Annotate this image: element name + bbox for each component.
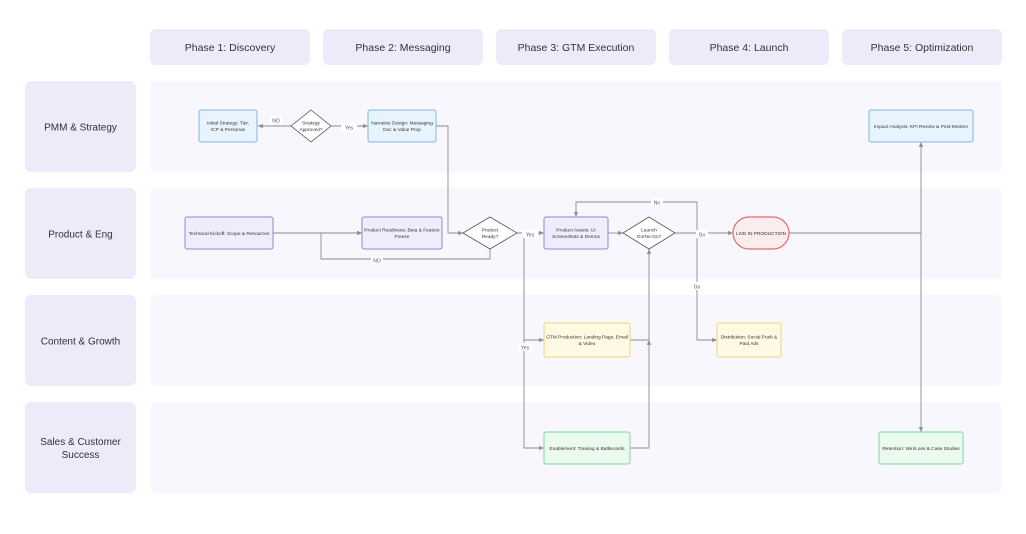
node-label: Doc & Value Prop	[383, 127, 421, 133]
edge-label: Yes	[345, 126, 354, 132]
node-label: Approved?	[299, 127, 323, 133]
node-label: Strategy	[302, 121, 320, 127]
process-box	[198, 109, 258, 143]
edge-label: Go	[699, 233, 706, 239]
edge-n13-n9	[630, 340, 652, 449]
node-label: LIVE IN PRODUCTION	[736, 231, 787, 237]
phase-header-1	[150, 29, 310, 65]
lane-label: Sales & Customer	[40, 437, 121, 448]
process-box	[868, 109, 974, 143]
lane-label: PMM & Strategy	[44, 123, 117, 134]
phase-label: Phase 3: GTM Execution	[518, 42, 635, 54]
node-label: Freeze	[395, 234, 410, 240]
node-label: Launch	[641, 228, 657, 234]
edge-label: NO	[272, 119, 280, 125]
node-n11[interactable]: GTM Production: Landing Page, Email& Vid…	[543, 322, 631, 358]
lane-header-1	[25, 81, 136, 172]
lane-header-4	[25, 402, 136, 493]
phase-label: Phase 2: Messaging	[355, 42, 450, 54]
node-n5[interactable]: Technical Kickoff: Scope & Resources	[184, 216, 274, 250]
edge-label: Go	[694, 285, 701, 291]
edge-n7-n6-loop	[320, 230, 491, 260]
node-label: Product	[482, 228, 499, 234]
edge-label-bg	[691, 282, 703, 290]
phase-header-3	[496, 29, 656, 65]
edge-label-bg	[270, 116, 282, 124]
node-n13[interactable]: Enablement: Training & Battlecards	[543, 431, 631, 465]
process-box	[732, 216, 790, 250]
node-label: Paid Ads	[740, 341, 760, 347]
lane-body-1	[150, 81, 1002, 172]
node-label: ICP & Personas	[211, 127, 246, 133]
edge-label-bg	[517, 343, 533, 351]
edge-n9-n12	[696, 233, 717, 343]
node-label: Impact Analysis: KPI Review & Post-Morte…	[874, 124, 968, 130]
phase-header-5	[842, 29, 1002, 65]
edge-label: Yes	[526, 233, 535, 239]
node-label: GTM Production: Landing Page, Email	[546, 335, 628, 341]
node-label: & Video	[579, 341, 596, 347]
phase-header-4	[669, 29, 829, 65]
decision-diamond	[622, 216, 676, 250]
edge-label-bg	[651, 198, 663, 206]
node-label: Go/No-Go?	[637, 234, 662, 240]
edge-label: NO	[373, 259, 381, 265]
node-label: Technical Kickoff: Scope & Resources	[189, 231, 270, 237]
decision-diamond	[462, 216, 518, 250]
lane-label: Product & Eng	[48, 230, 112, 241]
node-n4[interactable]: Impact Analysis: KPI Review & Post-Morte…	[868, 109, 974, 143]
node-n1[interactable]: Initial Strategy: Tier,ICP & Personas	[198, 109, 258, 143]
process-box	[184, 216, 274, 250]
node-label: Initial Strategy: Tier,	[207, 121, 249, 127]
node-n14[interactable]: Retention: Win/Loss & Case Studies	[878, 431, 964, 465]
node-label: Retention: Win/Loss & Case Studies	[882, 446, 960, 452]
node-n10[interactable]: LIVE IN PRODUCTION	[732, 216, 790, 250]
edge-label-bg	[696, 230, 708, 238]
edge-n3-n7	[436, 125, 463, 236]
phase-label: Phase 4: Launch	[710, 42, 789, 54]
process-box	[543, 216, 609, 250]
edge-label-bg	[341, 123, 357, 131]
edge-label: No	[654, 201, 661, 207]
process-box	[361, 216, 443, 250]
node-label: Ready?	[482, 234, 499, 240]
node-label: Product Readiness: Beta & Feature	[364, 228, 440, 234]
node-n12[interactable]: Distribution: Social Push &Paid Ads	[716, 322, 782, 358]
edge-n7-n13	[523, 340, 544, 451]
process-box	[543, 322, 631, 358]
edge-label-bg	[371, 256, 383, 264]
decision-diamond	[290, 109, 332, 143]
phase-header-2	[323, 29, 483, 65]
process-box	[878, 431, 964, 465]
lane-label: Success	[62, 450, 100, 461]
node-label: Enablement: Training & Battlecards	[549, 446, 625, 452]
node-label: Screenshots & Demos	[552, 234, 600, 240]
lane-header-2	[25, 188, 136, 279]
edge-label: Yes	[521, 346, 530, 352]
phase-label: Phase 5: Optimization	[871, 42, 974, 54]
process-box	[367, 109, 437, 143]
lane-header-3	[25, 295, 136, 386]
process-box	[716, 322, 782, 358]
phase-label: Phase 1: Discovery	[185, 42, 276, 54]
process-box	[543, 431, 631, 465]
lane-label: Content & Growth	[41, 337, 120, 348]
node-label: Distribution: Social Push &	[721, 335, 778, 341]
edge-label-bg	[522, 230, 538, 238]
node-label: Product Assets: UI	[556, 228, 595, 234]
node-label: Narrative Design: Messaging	[371, 121, 433, 127]
